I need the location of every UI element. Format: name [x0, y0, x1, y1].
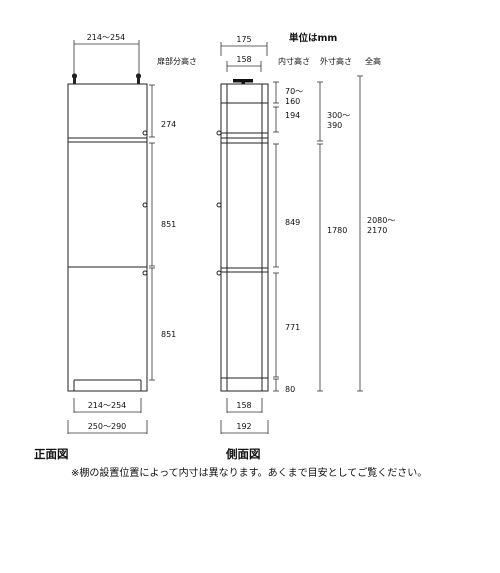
side-bottom-knob — [216, 270, 222, 276]
inner-2-height: 849 — [285, 218, 300, 227]
inner-top-height: 70～ — [285, 87, 303, 96]
side-view: 175 158 70～ 160 194 — [216, 35, 395, 461]
total-height-header: 全高 — [365, 56, 381, 66]
side-middle-knob — [216, 202, 222, 208]
side-top-knob — [216, 130, 222, 136]
outer-height-header: 外寸高さ — [320, 56, 352, 66]
front-cabinet-body — [67, 83, 148, 392]
middle-door-knob — [142, 202, 148, 208]
side-top-inner-depth-label: 158 — [236, 55, 251, 64]
front-view: 214～254 274 851 851 — [34, 33, 176, 461]
total-height: 2080～ — [367, 216, 395, 225]
side-bottom-inner-depth-label: 158 — [236, 401, 251, 410]
front-view-caption: 正面図 — [34, 447, 69, 461]
inner-top-height-2: 160 — [285, 97, 300, 106]
right-pole-stem — [137, 76, 140, 84]
side-view-caption: 側面図 — [225, 447, 261, 461]
outer-upper-height-2: 390 — [327, 121, 342, 130]
side-bottom-depth-label: 192 — [236, 422, 251, 431]
outer-main-height: 1780 — [327, 226, 347, 235]
door-top-height: 274 — [161, 120, 176, 129]
inner-1-height: 194 — [285, 111, 300, 120]
total-height-2: 2170 — [367, 226, 387, 235]
right-pole-knob — [135, 73, 142, 79]
tension-pole-cap — [233, 79, 253, 83]
inner-4-height: 80 — [285, 385, 295, 394]
top-door-knob — [142, 130, 148, 136]
door-mid-height: 851 — [161, 220, 176, 229]
inner-height-header: 内寸高さ — [278, 56, 310, 66]
left-pole-knob — [71, 73, 78, 79]
door-height-header: 扉部分高さ — [157, 56, 197, 66]
left-pole-stem — [73, 76, 76, 84]
front-inner-width-label: 214～254 — [88, 401, 127, 410]
unit-label: 単位はmm — [289, 32, 337, 44]
door-bottom-height: 851 — [161, 330, 176, 339]
side-top-depth-label: 175 — [236, 35, 251, 44]
side-cabinet-body — [220, 83, 269, 392]
outer-upper-height: 300～ — [327, 111, 350, 120]
front-top-width-label: 214～254 — [87, 33, 126, 42]
shelf-position-note: ※棚の設置位置によって内寸は異なります。あくまで目安としてご覧ください。 — [71, 466, 427, 479]
front-outer-width-label: 250～290 — [88, 422, 127, 431]
inner-3-height: 771 — [285, 323, 300, 332]
bottom-door-knob — [142, 270, 148, 276]
